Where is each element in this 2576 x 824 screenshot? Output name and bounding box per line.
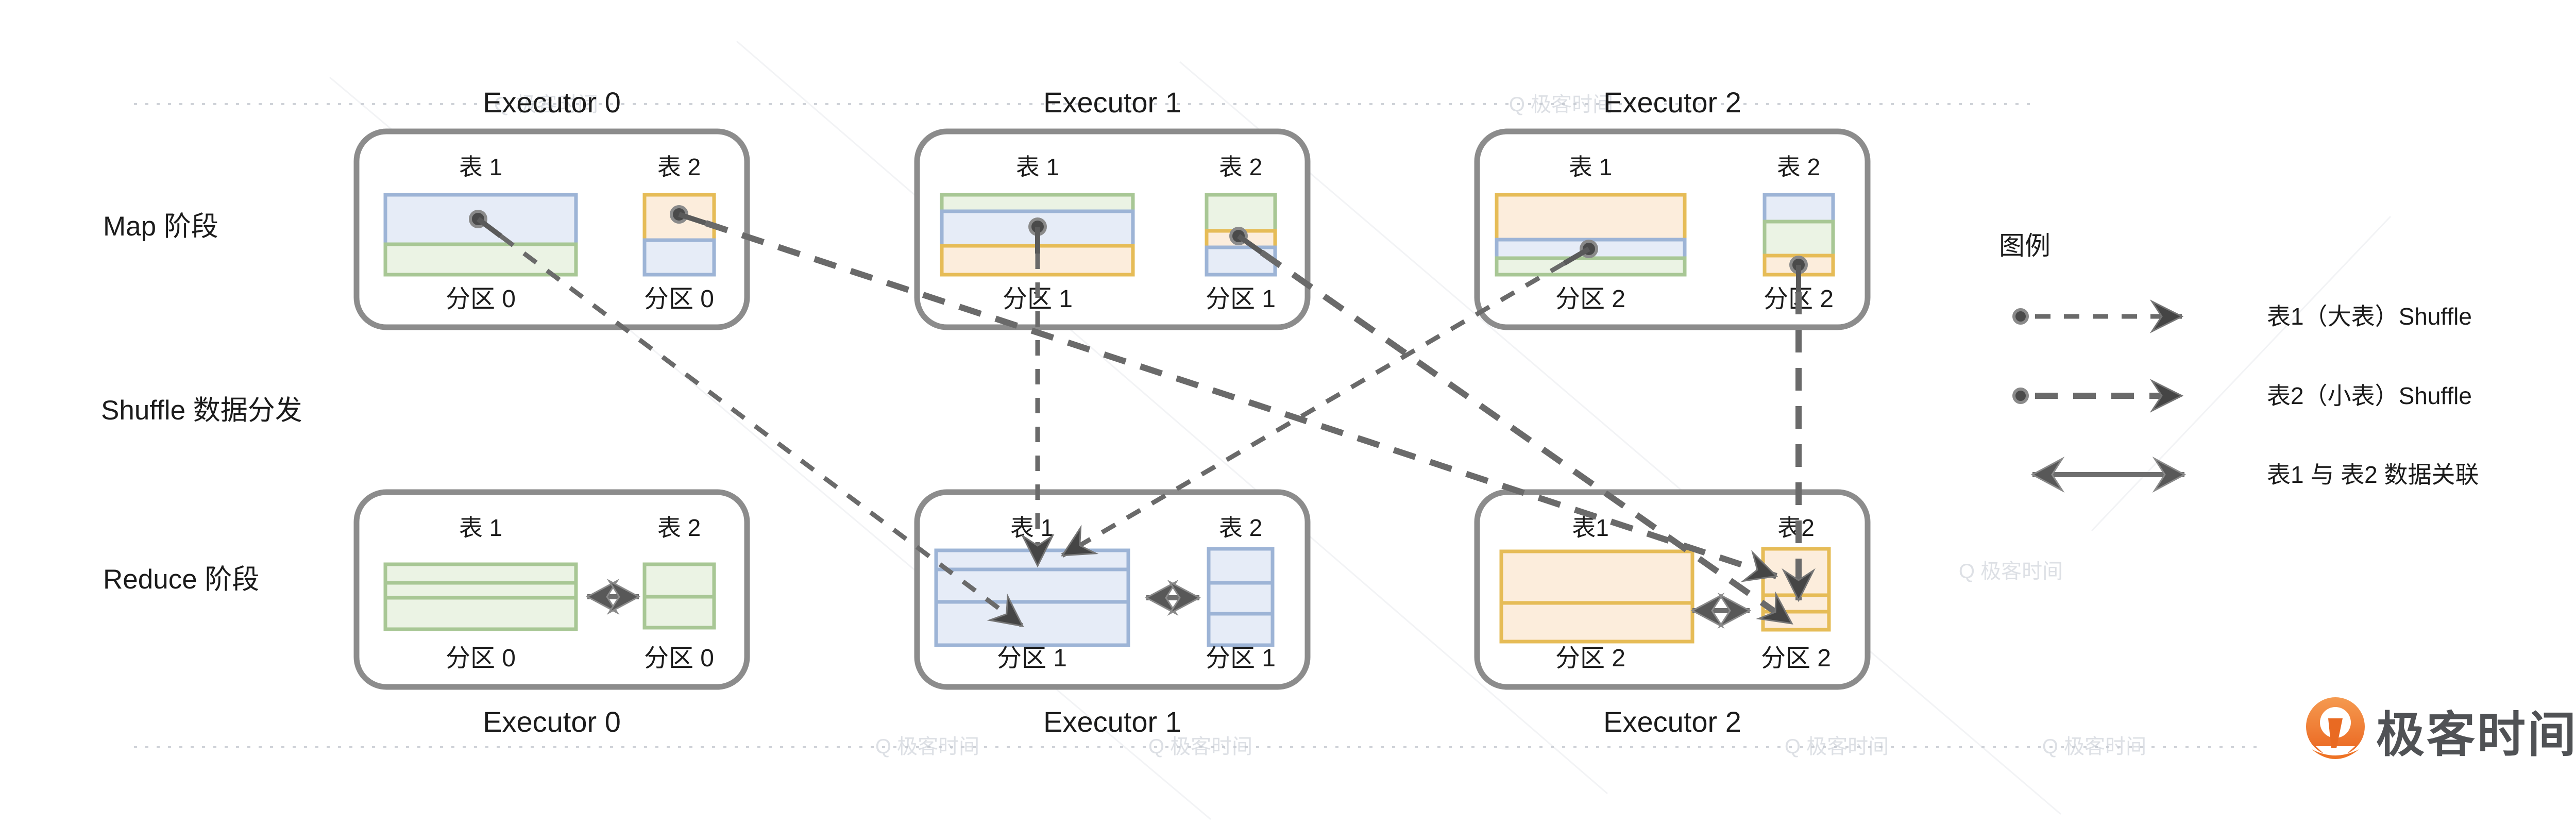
table-band <box>940 193 1135 213</box>
stage-label-shuffle: Shuffle 数据分发 <box>101 395 302 426</box>
shuffle-line-table2-from-e2 <box>1782 256 1816 602</box>
geektime-logo-text: 极客时间 <box>2376 708 2576 762</box>
watermark: Q 极客时间 <box>1509 93 1613 116</box>
geektime-logo: 极客时间 <box>2306 697 2576 765</box>
map-e0-table1 <box>383 193 578 277</box>
table-band <box>1495 193 1687 242</box>
stage-label-reduce: Reduce 阶段 <box>103 564 259 595</box>
table-label: 表1 <box>1572 514 1609 541</box>
table-label: 表 2 <box>1777 154 1820 180</box>
table-label: 表 2 <box>1219 154 1262 180</box>
executor-title: Executor 1 <box>1043 86 1181 119</box>
reduce-e0-table1 <box>383 562 578 631</box>
table-band <box>642 562 716 599</box>
table-band <box>383 562 578 585</box>
executor-title: Executor 1 <box>1043 705 1181 738</box>
watermark: Q 极客时间 <box>494 93 598 116</box>
shuffle-line-table2-from-e1 <box>1229 227 1794 626</box>
table-label: 表 1 <box>1016 154 1059 180</box>
table-band <box>1499 549 1694 605</box>
watermark: Q 极客时间 <box>2042 735 2146 758</box>
partition-label: 分区 2 <box>1761 645 1831 672</box>
watermark: Q 极客时间 <box>875 735 979 758</box>
reduce-e2-table1 <box>1499 549 1694 644</box>
legend-item-label: 表1 与 表2 数据关联 <box>2267 461 2479 488</box>
table-label: 表 1 <box>459 154 502 180</box>
table-band <box>1762 220 1835 258</box>
table-label: 表 1 <box>1010 514 1054 541</box>
legend-title: 图例 <box>1999 231 2050 260</box>
reduce-stage-row: 表 1 表 2 分区 0 分区 0 Executor 0 表 1 表 2 <box>353 489 1871 738</box>
reduce-executor-2: 表1 表2 分区 2 分区 2 Executor 2 <box>1474 489 1871 738</box>
executor-title: Executor 2 <box>1603 86 1741 119</box>
map-executor-2: Executor 2 表 1 表 2 分区 2 分区 2 <box>1474 86 1871 330</box>
watermark: Q 极客时间 <box>1785 735 1889 758</box>
stage-labels: Map 阶段 Shuffle 数据分发 Reduce 阶段 <box>101 211 302 595</box>
map-e2-table1 <box>1495 193 1687 277</box>
table-label: 表 1 <box>1569 154 1612 180</box>
map-e2-table2 <box>1762 193 1835 277</box>
legend: 图例 表1（大表）Shuffle 表2（小表）Shuffle 表1 与 表2 数… <box>1999 231 2479 493</box>
table-band <box>1495 256 1687 277</box>
watermark: Q 极客时间 <box>1148 735 1252 758</box>
map-e0-table2 <box>642 193 716 277</box>
legend-item-table1-shuffle: 表1（大表）Shuffle <box>2012 299 2472 333</box>
shuffle-line-table1-from-e1 <box>1021 217 1055 568</box>
partition-label: 分区 0 <box>644 645 714 672</box>
table-band <box>1207 612 1275 647</box>
watermark: Q 极客时间 <box>1959 560 2063 583</box>
table-label: 表 2 <box>657 514 701 541</box>
legend-item-association: 表1 与 表2 数据关联 <box>2030 456 2479 493</box>
partition-label: 分区 1 <box>1206 285 1276 313</box>
partition-label: 分区 2 <box>1555 645 1625 672</box>
shuffle-line-table1-from-e0 <box>469 210 1024 628</box>
legend-dot <box>2012 308 2029 325</box>
table-band <box>1761 610 1831 632</box>
partition-label: 分区 1 <box>1206 645 1276 672</box>
partition-label: 分区 0 <box>446 645 516 672</box>
table-band <box>642 238 716 277</box>
legend-dot <box>2012 388 2029 404</box>
map-executor-1: Executor 1 表 1 表 2 分区 1 分区 1 <box>914 86 1311 330</box>
executor-title: Executor 2 <box>1603 705 1741 738</box>
table-band <box>934 548 1130 571</box>
map-stage-row: Executor 0 表 1 表 2 分区 0 分区 0 Executor 1 … <box>353 86 1871 330</box>
table-band <box>1207 547 1275 585</box>
shuffle-line-table2-from-e0 <box>670 205 1778 582</box>
table-band <box>1207 581 1275 616</box>
table-band <box>383 242 578 277</box>
table-band <box>642 595 716 630</box>
partition-label: 分区 1 <box>997 645 1067 672</box>
shuffle-connections <box>469 205 1816 628</box>
table-band <box>1762 193 1835 224</box>
map-executor-0: Executor 0 表 1 表 2 分区 0 分区 0 <box>353 86 750 330</box>
geektime-logo-icon <box>2306 697 2365 765</box>
reduce-e1-table1 <box>934 548 1130 647</box>
reduce-e0-table2 <box>642 562 716 630</box>
partition-label: 分区 0 <box>446 285 516 313</box>
executor-title: Executor 0 <box>483 705 621 738</box>
table-band <box>1205 193 1277 233</box>
table-label: 表 2 <box>1219 514 1262 541</box>
executor-title: Executor 0 <box>483 86 621 119</box>
table-band <box>383 581 578 600</box>
shuffle-line-table1-from-e2 <box>1061 240 1598 558</box>
table-band <box>934 600 1130 647</box>
legend-item-label: 表1（大表）Shuffle <box>2267 303 2472 330</box>
table-band <box>383 193 578 246</box>
table-label: 表 2 <box>657 154 701 180</box>
partition-label: 分区 2 <box>1555 285 1625 313</box>
table-band <box>383 596 578 631</box>
partition-label: 分区 0 <box>644 285 714 313</box>
stage-label-map: Map 阶段 <box>103 211 218 242</box>
reduce-e1-table2 <box>1207 547 1275 647</box>
table-label: 表 1 <box>459 514 502 541</box>
reduce-executor-0: 表 1 表 2 分区 0 分区 0 Executor 0 <box>353 489 750 738</box>
table-band <box>1499 601 1694 644</box>
legend-item-label: 表2（小表）Shuffle <box>2267 382 2472 409</box>
legend-item-table2-shuffle: 表2（小表）Shuffle <box>2012 379 2472 413</box>
